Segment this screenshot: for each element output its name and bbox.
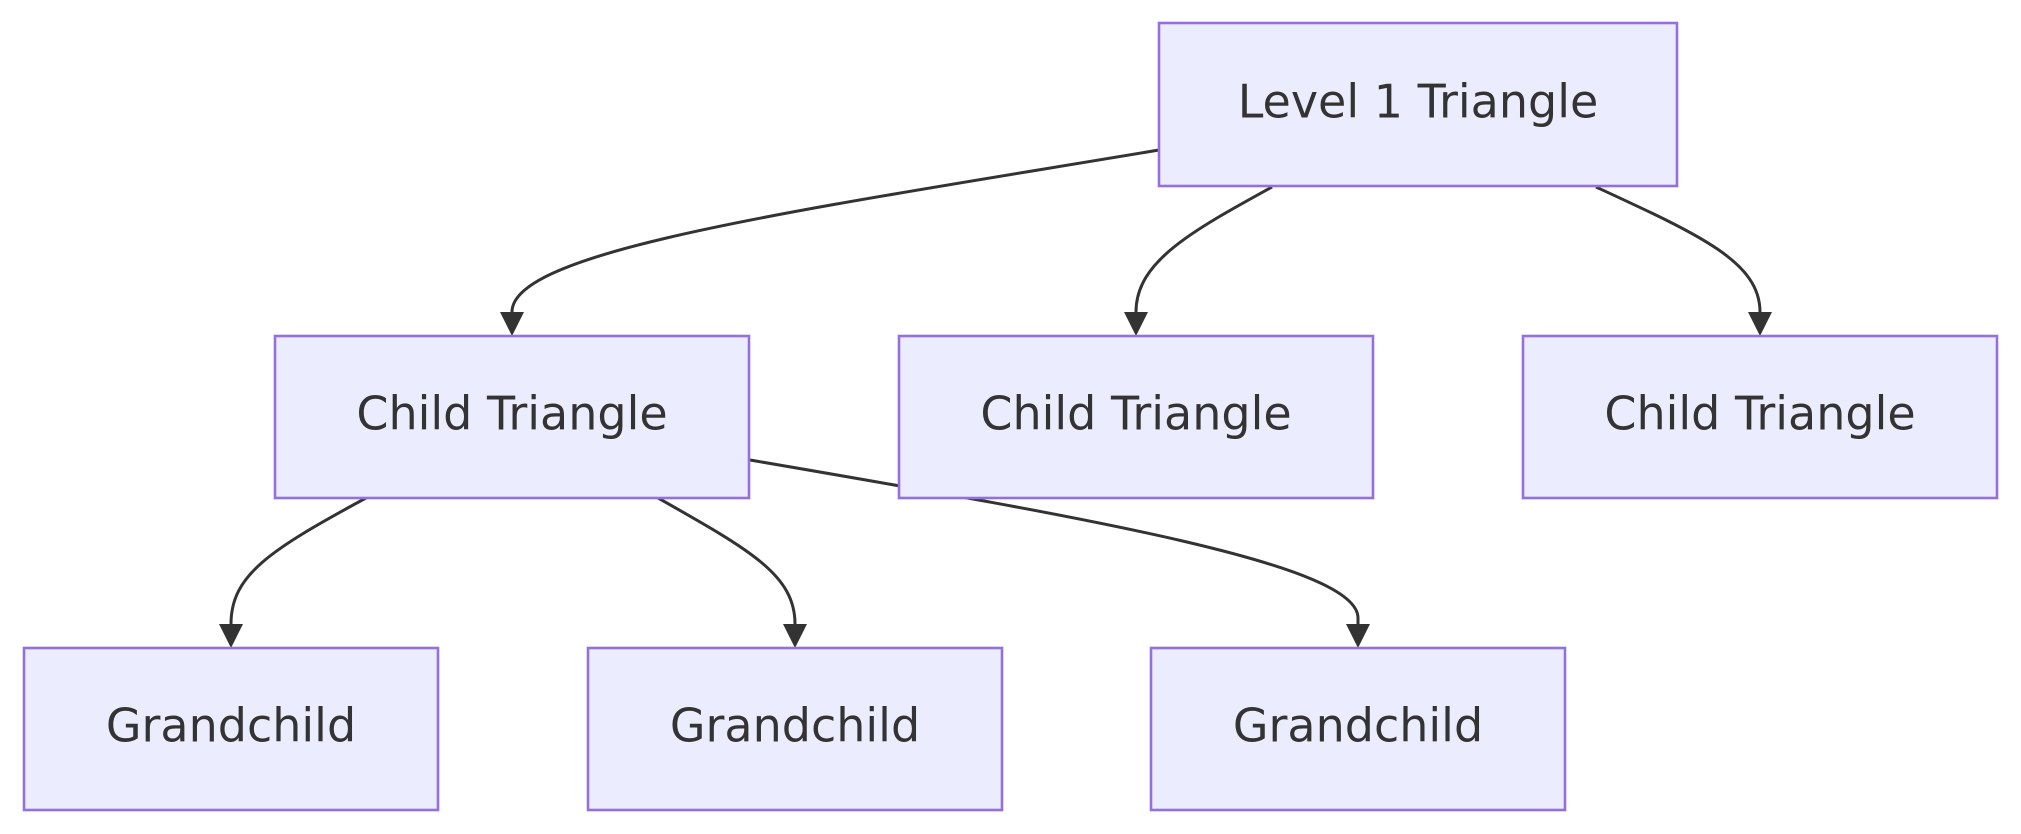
node-root[interactable]: Level 1 Triangle: [1157, 21, 1679, 188]
arrowhead-grandchild-3: [1346, 624, 1370, 648]
node-label-child-2: Child Triangle: [980, 387, 1291, 441]
node-grandchild-3[interactable]: Grandchild: [1149, 646, 1567, 812]
node-label-grandchild-1: Grandchild: [106, 699, 356, 753]
node-box: [273, 334, 751, 500]
arrowhead-child-3: [1748, 312, 1772, 336]
node-label-grandchild-3: Grandchild: [1233, 699, 1483, 753]
node-grandchild-2[interactable]: Grandchild: [586, 646, 1004, 812]
edge-root-to-child-2: [1134, 185, 1273, 318]
arrowhead-child-1: [500, 312, 524, 336]
node-child-1[interactable]: Child Triangle: [273, 334, 751, 500]
node-box: [897, 334, 1375, 500]
node-child-3[interactable]: Child Triangle: [1521, 334, 1999, 500]
arrowhead-grandchild-1: [219, 624, 243, 648]
arrowhead-grandchild-2: [783, 624, 807, 648]
node-grandchild-1[interactable]: Grandchild: [22, 646, 440, 812]
node-label-child-1: Child Triangle: [356, 387, 667, 441]
edge-child-1-to-grandchild-1: [229, 496, 367, 630]
node-label-child-3: Child Triangle: [1604, 387, 1915, 441]
node-box: [1157, 21, 1679, 188]
edge-root-to-child-3: [1595, 185, 1762, 318]
arrowhead-child-2: [1124, 312, 1148, 336]
node-box: [1149, 646, 1567, 812]
node-child-2[interactable]: Child Triangle: [897, 334, 1375, 500]
node-box: [22, 646, 440, 812]
node-label-grandchild-2: Grandchild: [670, 699, 920, 753]
node-box: [1521, 334, 1999, 500]
edge-child-1-to-grandchild-2: [657, 496, 797, 630]
edge-root-to-child-1: [510, 148, 1160, 318]
node-label-root: Level 1 Triangle: [1238, 75, 1599, 129]
node-box: [586, 646, 1004, 812]
